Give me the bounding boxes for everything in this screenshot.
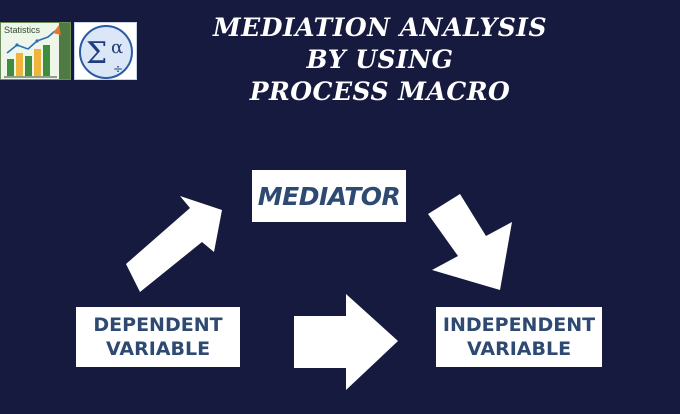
dependent-label-line-1: DEPENDENT [93, 314, 223, 336]
sigma-alpha-icon: Σ α ÷ [79, 25, 133, 79]
statistics-logo-label: Statistics [4, 25, 41, 35]
page-title: MEDIATION ANALYSIS BY USING PROCESS MACR… [170, 12, 590, 108]
title-line-3: PROCESS MACRO [249, 77, 511, 106]
arrow-mediator-to-independent [428, 194, 512, 290]
statistics-logo-icon: Statistics [0, 22, 71, 80]
svg-text:Σ: Σ [86, 36, 107, 71]
svg-text:α: α [111, 37, 123, 58]
title-line-2: BY USING [306, 45, 454, 74]
arrow-dependent-to-independent [294, 294, 398, 390]
mediator-label: MEDIATOR [257, 181, 401, 211]
sigma-alpha-logo-icon: Σ α ÷ [74, 22, 137, 80]
svg-text:÷: ÷ [113, 62, 123, 76]
dependent-label-line-2: VARIABLE [105, 338, 211, 360]
independent-label-line-1: INDEPENDENT [442, 314, 596, 336]
title-line-1: MEDIATION ANALYSIS [212, 13, 548, 42]
dependent-variable-box: DEPENDENT VARIABLE [76, 307, 240, 367]
independent-variable-box: INDEPENDENT VARIABLE [436, 307, 602, 367]
independent-label-line-2: VARIABLE [466, 338, 572, 360]
arrow-dependent-to-mediator [126, 196, 222, 292]
mediator-box: MEDIATOR [252, 170, 406, 222]
bar-chart-icon [1, 23, 70, 79]
